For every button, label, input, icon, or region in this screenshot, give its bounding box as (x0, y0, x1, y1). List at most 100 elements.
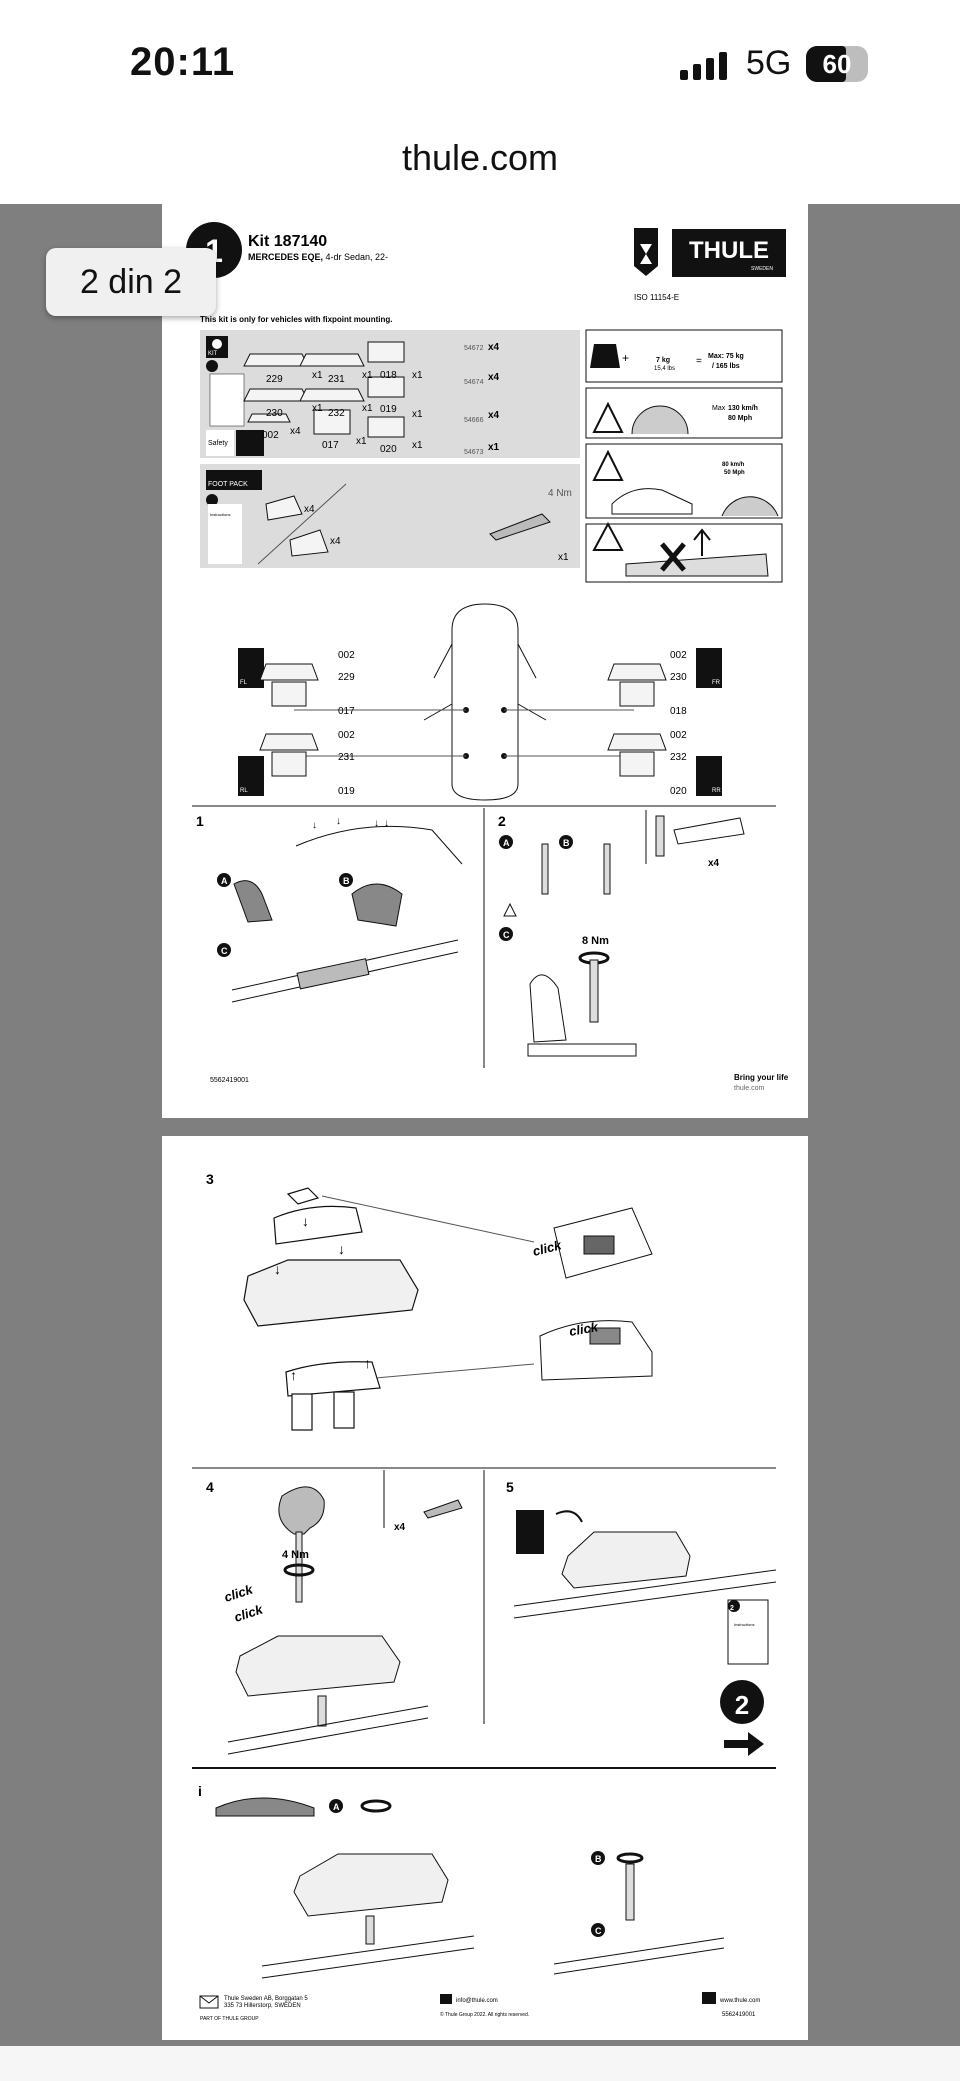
kit-label: KIT (208, 351, 218, 357)
thule-logo (672, 229, 786, 277)
svg-text:232: 232 (670, 752, 687, 763)
position-feet (259, 663, 667, 777)
part-code: 018 (380, 370, 397, 381)
part-qty: x1 (312, 403, 323, 414)
roof-rail-line (513, 1569, 777, 1619)
svg-text:↓: ↓ (274, 1261, 281, 1277)
left-position-codes: 002 229 017 002 231 019 (338, 650, 355, 797)
vehicle-detail: 4-dr Sedan, 22- (323, 252, 388, 262)
part-qty: x1 (412, 370, 423, 381)
roof-line (295, 825, 463, 865)
placement-arrow-icon (555, 1510, 583, 1523)
pdf-page-2: 3 ↓↓↓↑↑ click click (162, 1136, 808, 2040)
status-bar: 20:11 5G 60 (0, 0, 960, 130)
svg-text:↑: ↑ (364, 1355, 371, 1371)
foot-pack-manual (208, 504, 242, 564)
curve-kmh: 80 km/h (722, 462, 745, 468)
arrow-right-icon (724, 1732, 764, 1756)
car-roof-icon (215, 1797, 315, 1817)
info-icon: i (198, 1783, 202, 1799)
footer-code: 5562419001 (722, 2012, 756, 2018)
step-3-detail (539, 1207, 653, 1381)
vehicle-line: MERCEDES EQE, 4-dr Sedan, 22- (248, 252, 388, 262)
torque-ring-icon (283, 1563, 315, 1577)
fixpoint-cover (296, 958, 370, 990)
pdf-page-1: 1 Kit 187140 MERCEDES EQE, 4-dr Sedan, 2… (162, 204, 808, 1118)
step-1-substeps: A B C (217, 873, 459, 1003)
page-1-drawing: 1 Kit 187140 MERCEDES EQE, 4-dr Sedan, 2… (186, 222, 789, 1092)
roof-icon (625, 553, 769, 577)
roof-arrows: ↓↓↓↓ (312, 816, 389, 831)
weight-kg: 7 kg (656, 357, 670, 364)
svg-text:A: A (221, 876, 228, 886)
part-qty: x1 (412, 440, 423, 451)
svg-text:x4: x4 (488, 342, 500, 353)
step-3-foot-assembly (243, 1187, 419, 1431)
step-2-substeps: A B x4 C 8 Nm (499, 810, 745, 1057)
foot-pack-badge (206, 470, 262, 490)
torque-ring-icon (360, 1799, 392, 1813)
bolt-icon (589, 959, 599, 1023)
warning-triangle-icon (592, 401, 624, 433)
browser-toolbar (0, 2046, 960, 2081)
battery-icon: 60 (806, 46, 868, 82)
fixpoint-notice: This kit is only for vehicles with fixpo… (200, 315, 392, 324)
foot-assembled (235, 1635, 401, 1697)
svg-text:x4: x4 (488, 410, 500, 421)
pos-rl: RL (240, 788, 248, 794)
warning-triangle-icon (592, 449, 624, 481)
step-1-label: 1 (196, 813, 204, 829)
torque-value: 8 Nm (582, 935, 609, 947)
key-shaft (295, 1531, 303, 1603)
part-qty: x1 (356, 436, 367, 447)
foot-parts (243, 341, 405, 438)
footer-code: 5562419001 (210, 1077, 249, 1084)
footer-address-1: Thule Sweden AB, Borggatan 5 (224, 1996, 308, 2002)
torque-key-icon (489, 513, 551, 541)
foot-part (265, 495, 303, 521)
next-step-number: 2 (735, 1690, 749, 1720)
url-text[interactable]: thule.com (401, 137, 559, 178)
detail-leader-line (375, 1363, 535, 1379)
svg-text:x4: x4 (330, 536, 341, 547)
instructions-label: Instructions (734, 1622, 754, 1627)
assembly-arrows: ↓↓↓↑↑ (274, 1213, 371, 1383)
svg-text:002: 002 (338, 730, 355, 741)
part-qty: x4 (290, 426, 301, 437)
part-code: 020 (380, 444, 397, 455)
iso-label: ISO 11154-E (634, 293, 679, 302)
svg-text:C: C (503, 930, 510, 940)
roof-rail-line (261, 1935, 475, 1979)
position-markers: FL RL FR RR (238, 648, 722, 796)
svg-text:230: 230 (670, 672, 687, 683)
svg-text:A: A (503, 838, 510, 848)
bolt-icon (625, 1863, 635, 1921)
roof-rail-line (553, 1937, 725, 1975)
footer-slogan: Bring your life (734, 1073, 789, 1082)
svg-text:C: C (221, 946, 228, 956)
click-label: click (222, 1581, 255, 1604)
curve-mph: 50 Mph (724, 470, 745, 476)
hand-icon (529, 974, 567, 1043)
svg-text:↓: ↓ (336, 816, 341, 827)
footer-address-2: 335 73 Hillerstorp, SWEDEN (224, 2003, 301, 2009)
speed-mph: 80 Mph (728, 415, 752, 422)
bolt-icon (365, 1915, 375, 1945)
pdf-viewer[interactable]: 1 Kit 187140 MERCEDES EQE, 4-dr Sedan, 2… (0, 204, 960, 2046)
bolt-icon (655, 815, 665, 857)
footer-url: thule.com (734, 1085, 765, 1092)
svg-text:B: B (563, 838, 570, 848)
svg-text:229: 229 (338, 672, 355, 683)
svg-text:002: 002 (670, 650, 687, 661)
svg-text:↓: ↓ (374, 818, 379, 829)
address-bar[interactable]: thule.com (0, 130, 960, 204)
svg-text:↓: ↓ (312, 820, 317, 831)
cross-mark-icon (660, 542, 686, 572)
svg-text:54672: 54672 (464, 345, 484, 352)
thule-crest-logo (634, 228, 658, 276)
cleaning-bottle-icon (233, 880, 273, 923)
svg-text:54673: 54673 (464, 449, 484, 456)
svg-text:x4: x4 (488, 372, 500, 383)
svg-text:2: 2 (730, 1605, 734, 1612)
step-3-label: 3 (206, 1171, 214, 1187)
